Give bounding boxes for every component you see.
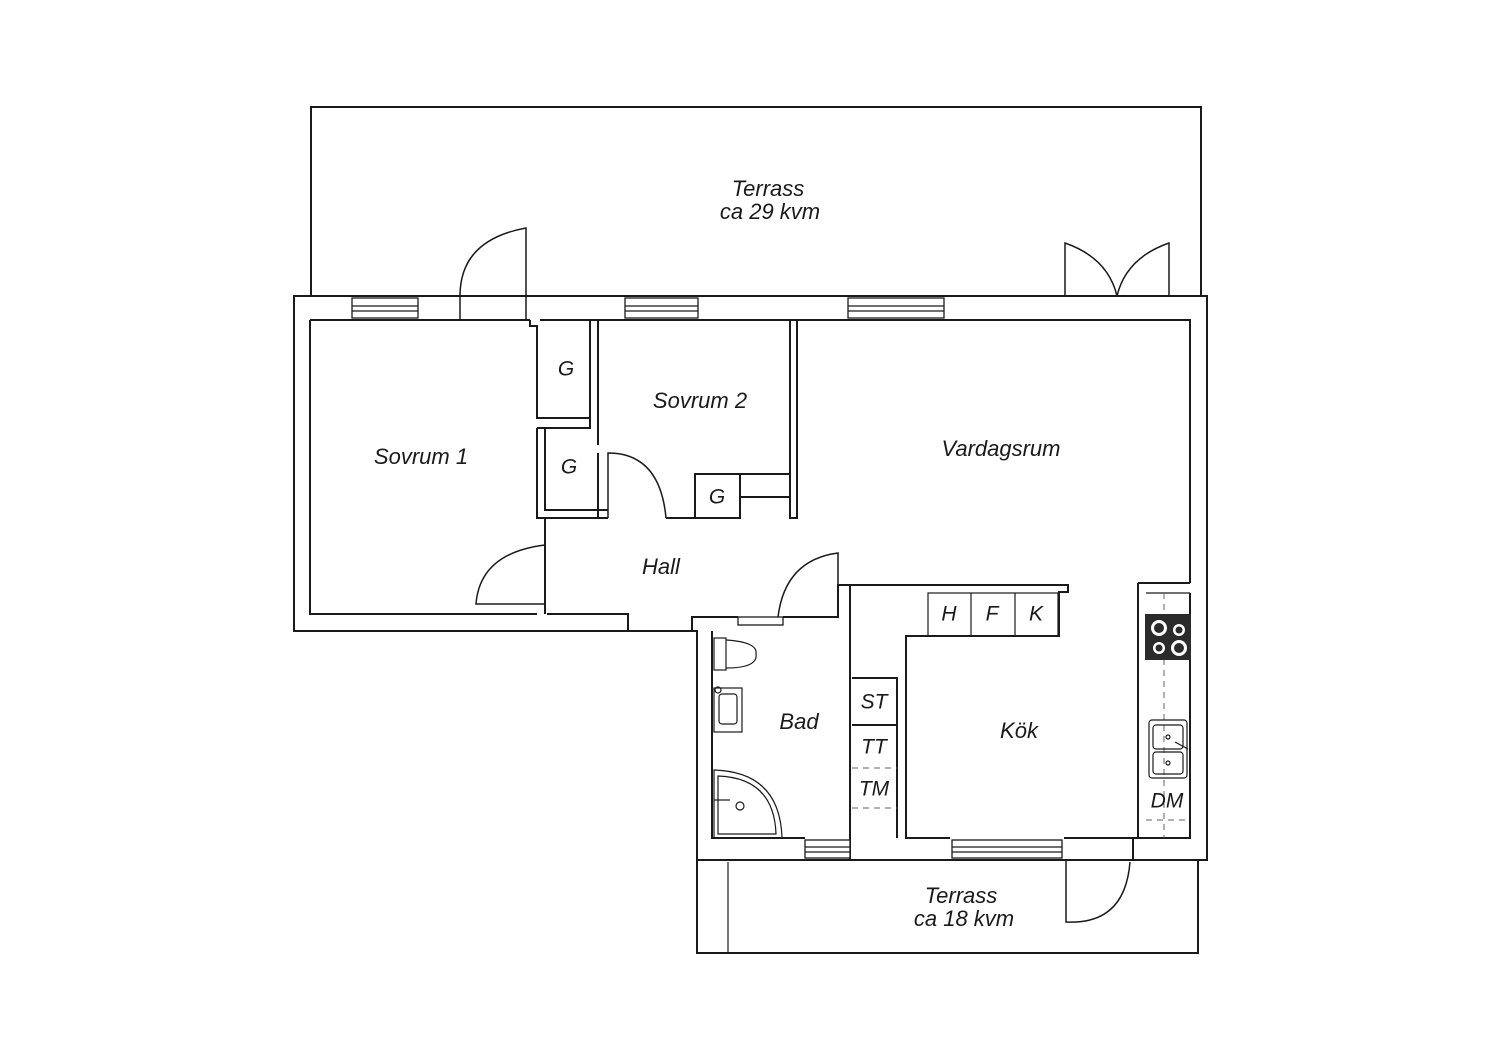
bath-label: Bad [779,709,819,734]
living-label: Vardagsrum [941,436,1060,461]
terrace-north-area: ca 29 kvm [720,199,820,224]
bedroom2-label: Sovrum 2 [653,388,747,413]
window [847,297,945,319]
shower-icon [713,769,783,839]
terrace-south-name: Terrass [925,883,998,908]
kitchen-fixtures [852,592,1191,838]
kitchen-label: Kök [1000,718,1039,743]
window [351,297,419,319]
wardrobe-label: G [561,456,577,479]
bathroom-fixtures [713,637,783,839]
sink-icon [713,686,743,733]
toilet-icon [713,637,757,671]
stove-icon [1145,614,1191,660]
exterior-walls [293,295,1208,861]
window [951,839,1063,859]
terrace-north [310,106,1202,296]
interior-walls [529,320,1190,839]
bedroom1-label: Sovrum 1 [374,444,468,469]
dishwasher-label: DM [1151,790,1184,813]
terrace-south [696,860,1199,954]
window [737,616,784,626]
dryer-label: ST [861,691,890,714]
labels: Terrass ca 29 kvm Sovrum 1 Sovrum 2 Vard… [374,176,1184,931]
window [804,839,851,859]
window [624,297,699,319]
wardrobe-label: G [709,486,725,509]
washing-machine-label: TM [859,778,890,801]
hall-label: Hall [642,554,681,579]
doors [459,227,1170,923]
terrace-north-name: Terrass [732,176,805,201]
cabinet-k-label: K [1029,603,1044,626]
terrace-south-area: ca 18 kvm [914,906,1014,931]
tumble-dryer-label: TT [861,736,889,759]
wardrobe-label: G [558,358,574,381]
cabinet-f-label: F [986,603,1000,626]
cabinet-h-label: H [941,603,957,626]
kitchen-sink-icon [1148,719,1189,779]
windows [351,297,1063,859]
